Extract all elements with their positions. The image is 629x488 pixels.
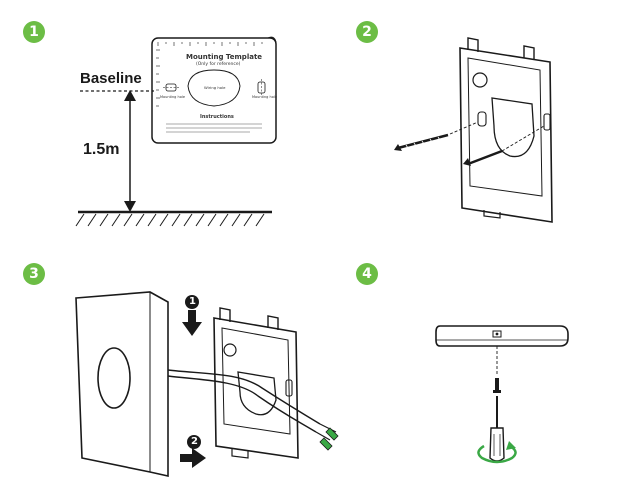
step-1-badge: 1 (23, 21, 45, 43)
baseline-label: Baseline (80, 70, 142, 87)
order-mark-1: 1 (189, 296, 196, 307)
step-4-badge: 4 (356, 263, 378, 285)
step-2-badge: 2 (356, 21, 378, 43)
template-title: Mounting Template (186, 53, 263, 61)
device-bottom-view (435, 325, 569, 347)
step-3-badge: 3 (23, 263, 45, 285)
template-wiring-label: Wiring hole (204, 85, 226, 90)
template-left-hole-label: Mounting hole (160, 95, 185, 99)
template-instructions-title: Instructions (200, 114, 234, 120)
template-right-hole-label: Mounting hole (252, 95, 277, 99)
height-label: 1.5m (83, 141, 120, 158)
template-subtitle: (Only for reference) (196, 62, 241, 67)
order-mark-2: 2 (191, 436, 198, 447)
device-logo-circle (97, 347, 131, 409)
